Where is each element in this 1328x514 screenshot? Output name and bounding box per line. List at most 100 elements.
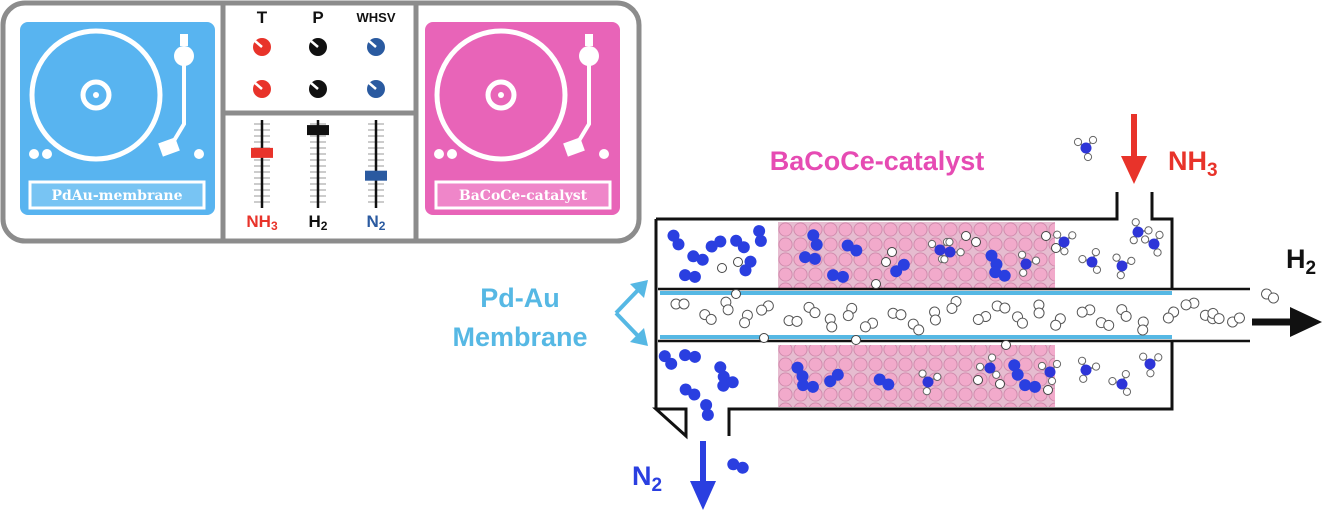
n2-molecule-icon (714, 361, 730, 383)
n2-molecule-icon (753, 225, 767, 247)
n2-outlet-label: N2 (632, 461, 662, 496)
h-atom-icon (851, 335, 861, 345)
turntable-right-label (485, 79, 517, 111)
fader-label-nh3: NH3 (246, 212, 278, 233)
turntable-left-platter (29, 28, 163, 162)
knob-t-top[interactable] (253, 38, 271, 56)
nh3-molecule-icon (1139, 352, 1163, 378)
membrane-reactor: BaCoCe-catalyst NH3 H2 N2 Pd-Au Membrane (452, 114, 1322, 510)
h2-molecule-icon (1033, 299, 1045, 319)
h2-molecule-icon (1012, 311, 1028, 329)
n2-molecule-icon (799, 251, 821, 265)
n2-molecule-icon (791, 361, 809, 383)
n2-molecule-icon (730, 234, 750, 254)
h-atom-icon (1001, 340, 1011, 350)
h2-molecule-icon (1180, 297, 1200, 311)
turntable-left-plate (20, 22, 215, 215)
nh3-molecule-icon (1140, 230, 1164, 257)
membrane-label-line2: Membrane (452, 322, 587, 352)
h2-outlet-label: H2 (1286, 244, 1316, 279)
n2-molecule-icon (727, 458, 749, 474)
knob-header-whsv: WHSV (357, 10, 396, 25)
h-atom-icon (731, 289, 741, 299)
n2-molecule-icon (827, 269, 849, 283)
nh3-inlet-arrow-icon (1121, 114, 1147, 184)
n2-molecule-icon (679, 349, 701, 363)
fader-handle-nh3[interactable] (251, 147, 273, 158)
h2-molecule-icon (842, 302, 858, 322)
h2-molecule-icon (991, 300, 1011, 314)
h-atom-icon (1051, 243, 1061, 253)
h2-molecule-icon (670, 298, 690, 310)
h2-molecule-icon (720, 296, 734, 316)
turntable-right-spindle (498, 92, 504, 98)
h2-molecule-icon (946, 296, 962, 314)
h2-molecule-icon (756, 300, 774, 316)
h2-molecule-icon (699, 309, 717, 325)
membrane-pointer-arrows-icon (614, 280, 648, 346)
h-atom-icon (1043, 385, 1053, 395)
turntable-right-plate (425, 22, 620, 215)
h-atom-icon (887, 247, 897, 257)
turntable-right-button-icon (599, 149, 609, 159)
h-atom-icon (881, 257, 891, 267)
molecule-layer (658, 135, 1279, 474)
n2-outlet-arrow-icon (690, 441, 716, 510)
catalyst-label: BaCoCe-catalyst (770, 146, 985, 176)
h2-outlet-arrow-icon (1252, 307, 1322, 337)
n2-molecule-icon (739, 255, 757, 277)
n2-molecule-icon (658, 350, 678, 370)
h2-molecule-icon (824, 313, 838, 333)
h2-molecule-icon (972, 311, 992, 325)
h2-molecule-icon (1076, 304, 1096, 318)
h-atom-icon (733, 257, 743, 267)
h2-molecule-icon (1116, 304, 1132, 322)
h2-molecule-icon (1137, 316, 1149, 336)
turntable-right: BaCoCe-catalyst (425, 22, 620, 215)
turntable-left: PdAu-membrane (20, 22, 215, 215)
nh3-molecule-icon (918, 369, 942, 396)
nh3-molecule-icon (1112, 253, 1136, 280)
h-atom-icon (961, 231, 971, 241)
n2-molecule-icon (1008, 359, 1024, 381)
turntable-left-button-icon (42, 149, 52, 159)
fader-handle-h2[interactable] (307, 125, 329, 136)
knob-whsv-top[interactable] (367, 38, 385, 56)
h2-molecule-icon (1162, 306, 1180, 324)
right-deck-label-box (434, 180, 612, 210)
h2-molecule-icon (739, 309, 753, 329)
knob-p-bottom[interactable] (309, 80, 327, 98)
nh3-molecule-icon (1108, 369, 1132, 396)
n2-molecule-icon (841, 239, 863, 257)
h2-molecule-icon (1227, 312, 1245, 328)
h-atom-icon (759, 333, 769, 343)
right-deck-label: BaCoCe-catalyst (459, 188, 588, 204)
knob-header-t: T (257, 8, 268, 27)
h2-molecule-icon (929, 306, 941, 326)
h2-molecule-icon (887, 307, 907, 321)
turntable-right-button-icon (434, 149, 444, 159)
nh3-molecule-icon (1078, 247, 1102, 274)
n2-molecule-icon (700, 399, 714, 421)
n2-molecule-icon (989, 266, 1011, 282)
n2-molecule-icon (705, 235, 727, 253)
nh3-molecule-icon (1017, 250, 1041, 277)
turntable-left-button-icon (194, 149, 204, 159)
nh3-molecule-icon (1077, 356, 1101, 383)
n2-molecule-icon (1019, 379, 1041, 393)
n2-molecule-icon (807, 229, 823, 251)
fader-handle-n2[interactable] (365, 170, 387, 181)
nh3-molecule-icon (940, 237, 965, 264)
knob-t-bottom[interactable] (253, 80, 271, 98)
h-atom-icon (995, 379, 1005, 389)
h2-molecule-icon (1207, 307, 1225, 325)
turntable-left-button-icon (29, 149, 39, 159)
nh3-molecule-icon (1053, 230, 1077, 256)
n2-molecule-icon (687, 250, 709, 266)
h2-molecule-icon (783, 315, 803, 327)
h2-molecule-icon (1095, 317, 1115, 331)
turntable-left-spindle (93, 92, 99, 98)
knob-whsv-bottom[interactable] (367, 80, 385, 98)
knob-p-top[interactable] (309, 38, 327, 56)
